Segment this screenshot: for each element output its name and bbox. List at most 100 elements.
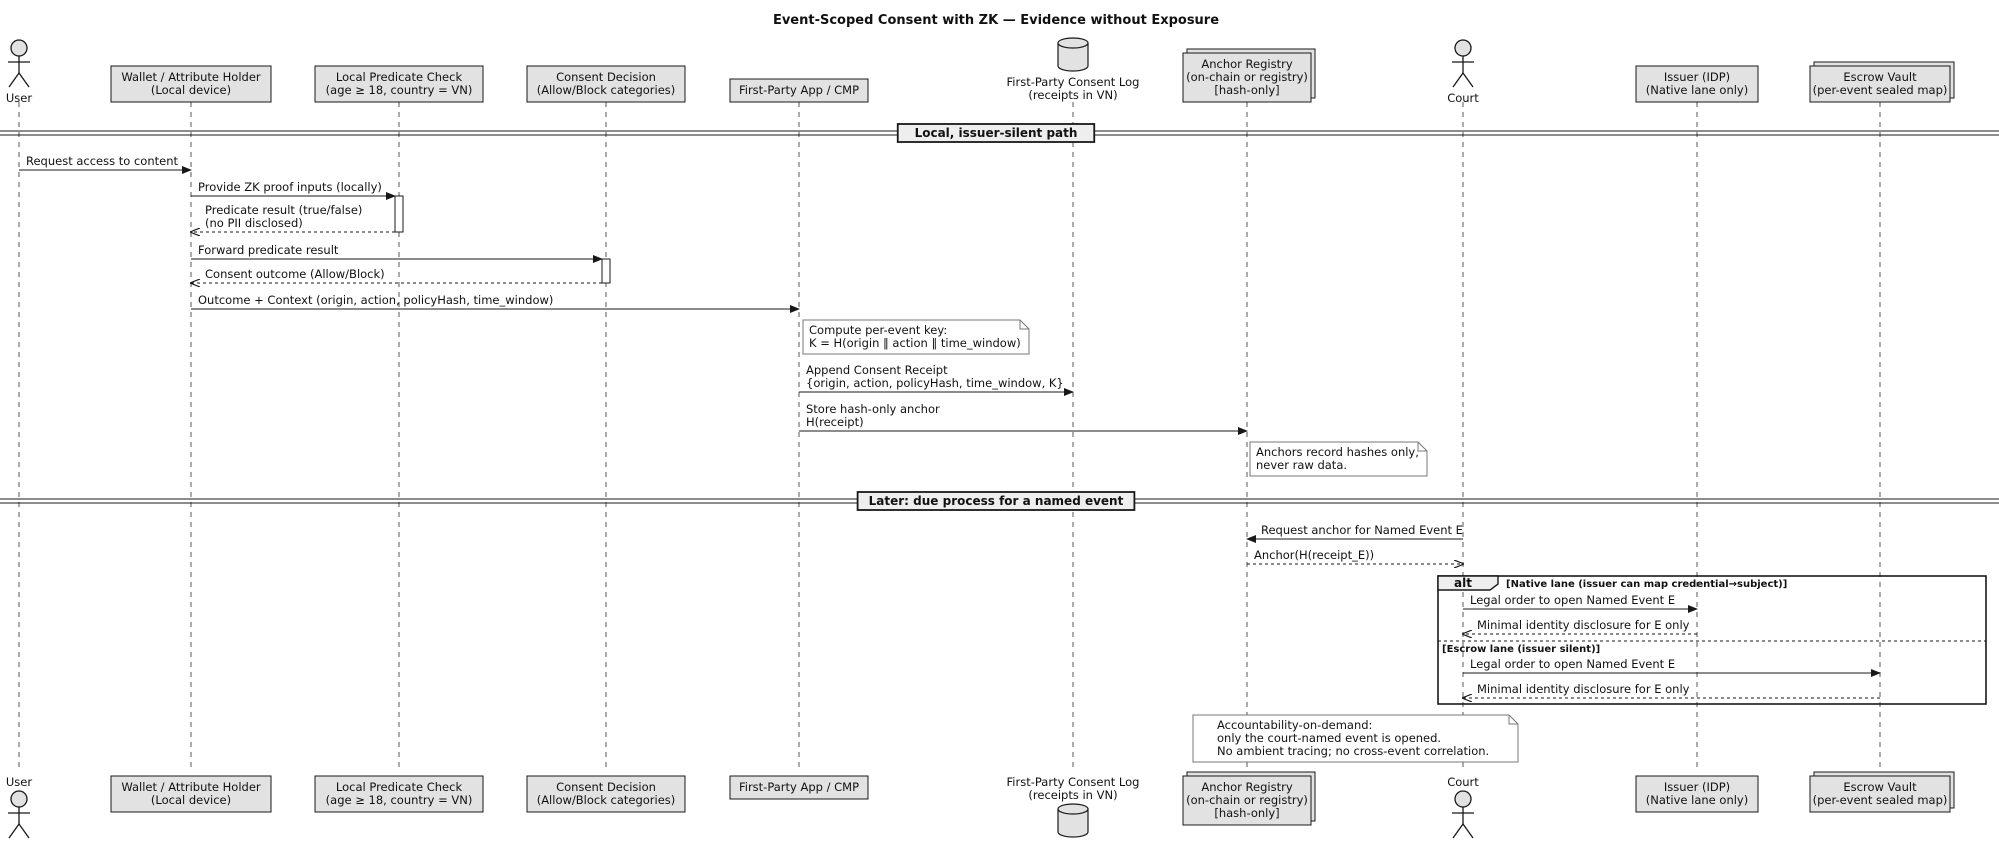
message-arrow: Append Consent Receipt{origin, action, p… — [799, 363, 1074, 396]
message-label: Request access to content — [26, 154, 178, 168]
participant-box — [526, 775, 686, 813]
separator-box — [896, 123, 1096, 143]
participant-label: (receipts in VN) — [1028, 788, 1117, 802]
message-label: Store hash-only anchor — [806, 402, 940, 416]
participant-label: Court — [1447, 775, 1479, 789]
lifelines-layer — [18, 102, 1881, 772]
message-arrow: Predicate result (true/false)(no PII dis… — [191, 203, 395, 232]
alt-guard: [Escrow lane (issuer silent)] — [1442, 644, 1600, 655]
note-text: Compute per-event key: — [809, 323, 947, 337]
participant-label: User — [6, 91, 32, 105]
participant-box — [314, 65, 484, 103]
database-icon — [1057, 809, 1089, 838]
participant-top: First-Party Consent Log(receipts in VN) — [1007, 37, 1140, 102]
participant-bottom: First-Party App / CMP — [729, 775, 869, 800]
note: Compute per-event key:K = H(origin ‖ act… — [802, 319, 1030, 355]
participant-label: Anchor Registry — [1201, 57, 1292, 71]
separator-label: Local, issuer-silent path — [915, 126, 1078, 140]
message-label: Append Consent Receipt — [806, 363, 948, 377]
participant-label: (Native lane only) — [1646, 83, 1748, 97]
participant-box — [729, 775, 869, 800]
participant-box — [314, 775, 484, 813]
participant-box — [1809, 775, 1951, 813]
participant-top: Court — [1447, 39, 1479, 105]
actor-head — [1454, 39, 1472, 57]
participant-label: (Allow/Block categories) — [537, 83, 676, 97]
participant-box — [1809, 65, 1951, 103]
participant-label: (Local device) — [151, 793, 231, 807]
actor-leg — [1452, 72, 1464, 88]
participant-label: User — [6, 775, 32, 789]
participant-label: [hash-only] — [1214, 806, 1279, 820]
participant-top: Anchor Registry(on-chain or registry)[ha… — [1182, 48, 1316, 103]
activation-bar — [601, 258, 611, 284]
message-label: Outcome + Context (origin, action, polic… — [198, 293, 553, 307]
participant-label: Anchor Registry — [1201, 780, 1292, 794]
participant-label: Wallet / Attribute Holder — [121, 70, 261, 84]
participant-label: (per-event sealed map) — [1813, 793, 1948, 807]
participant-label: Court — [1447, 91, 1479, 105]
participant-label: (on-chain or registry) — [1186, 793, 1308, 807]
alt-frame-tab — [1437, 575, 1499, 591]
note-fold — [1508, 715, 1518, 725]
actor-head — [1454, 790, 1472, 808]
participant-bottom: Issuer (IDP)(Native lane only) — [1635, 775, 1759, 813]
separator: Later: due process for a named event — [0, 491, 1999, 511]
message-arrow: Minimal identity disclosure for E only — [1463, 682, 1880, 698]
participant-label: (on-chain or registry) — [1186, 70, 1308, 84]
note-text: No ambient tracing; no cross-event corre… — [1217, 744, 1489, 758]
participant-bottom: Local Predicate Check(age ≥ 18, country … — [314, 775, 484, 813]
activation-bar — [394, 195, 404, 233]
participant-label: Local Predicate Check — [336, 70, 463, 84]
alt-guard: [Native lane (issuer can map credential→… — [1506, 579, 1787, 590]
participant-bottom: Anchor Registry(on-chain or registry)[ha… — [1182, 771, 1316, 826]
separator: Local, issuer-silent path — [0, 123, 1999, 143]
message-arrow: Outcome + Context (origin, action, polic… — [191, 293, 800, 313]
actor-leg — [8, 823, 20, 839]
participant-label: Issuer (IDP) — [1664, 70, 1730, 84]
note-box — [1192, 714, 1519, 763]
note-text: only the court-named event is opened. — [1217, 731, 1441, 745]
message-label: Minimal identity disclosure for E only — [1477, 618, 1690, 632]
activations-layer — [394, 195, 611, 284]
note-text: Accountability-on-demand: — [1217, 718, 1372, 732]
message-arrow: Anchor(H(receipt_E)) — [1247, 548, 1463, 564]
message-arrow: Request anchor for Named Event E — [1246, 523, 1463, 543]
participant-label: First-Party Consent Log — [1007, 75, 1140, 89]
participant-box — [526, 65, 686, 103]
participant-label: First-Party App / CMP — [739, 83, 859, 97]
participant-label: (receipts in VN) — [1028, 88, 1117, 102]
participant-box — [729, 78, 869, 103]
note-box — [802, 319, 1030, 355]
participant-bottom: Court — [1447, 775, 1479, 839]
participant-top: Escrow Vault(per-event sealed map) — [1809, 61, 1955, 103]
database-top — [1057, 803, 1089, 815]
message-arrow: Legal order to open Named Event E — [1463, 593, 1698, 613]
database-icon — [1057, 43, 1089, 72]
message-label: (no PII disclosed) — [205, 216, 303, 230]
actor-leg — [1462, 72, 1474, 88]
actor-leg — [18, 823, 30, 839]
note-text: K = H(origin ‖ action ‖ time_window) — [809, 336, 1021, 350]
separator-box — [856, 491, 1136, 511]
actor-leg — [1462, 823, 1474, 839]
participant-bottom: User — [6, 775, 32, 839]
database-top — [1057, 37, 1089, 49]
message-label: Consent outcome (Allow/Block) — [205, 267, 385, 281]
participant-top: Consent Decision(Allow/Block categories) — [526, 65, 686, 103]
message-arrow: Request access to content — [19, 154, 192, 174]
participant-label: (Allow/Block categories) — [537, 793, 676, 807]
message-arrow: Provide ZK proof inputs (locally) — [191, 180, 396, 200]
participant-label: (age ≥ 18, country = VN) — [326, 83, 473, 97]
actor-leg — [8, 72, 20, 88]
note-box — [1249, 441, 1428, 477]
note-fold — [1417, 442, 1427, 452]
participant-box — [110, 65, 272, 103]
participant-box — [1182, 52, 1312, 103]
message-label: Request anchor for Named Event E — [1261, 523, 1463, 537]
participant-label: Escrow Vault — [1843, 70, 1917, 84]
participant-top: Local Predicate Check(age ≥ 18, country … — [314, 65, 484, 103]
